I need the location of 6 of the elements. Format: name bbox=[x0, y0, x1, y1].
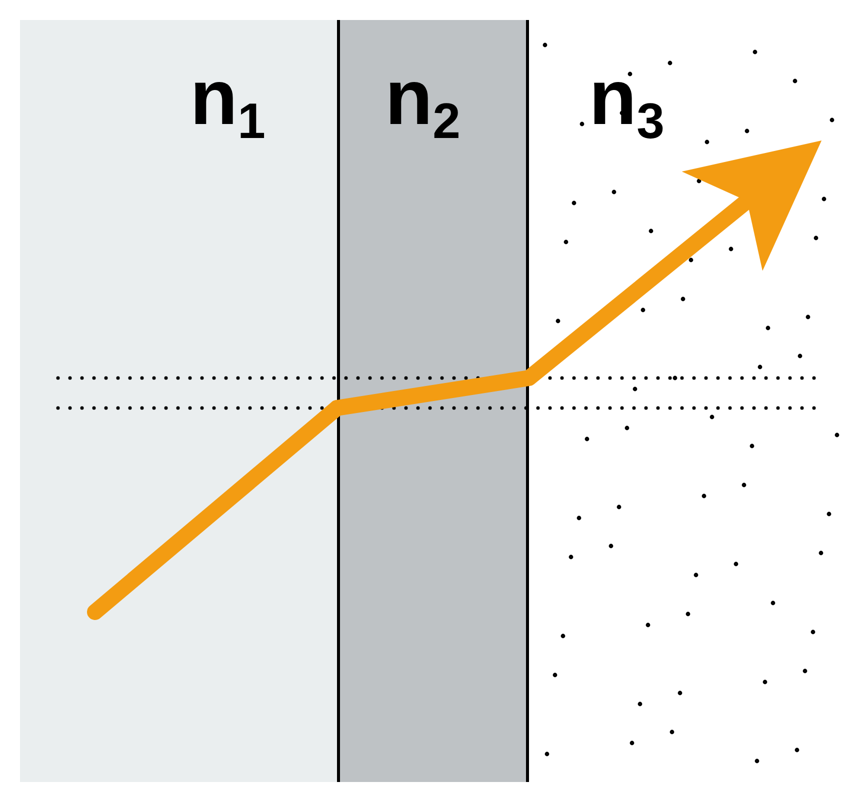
refractive-index-label: n$_{2}$ bbox=[385, 58, 460, 146]
refractive-index-label: n$_{1}$ bbox=[190, 58, 266, 146]
light-ray-arrow bbox=[329, 140, 822, 416]
refractive-index-label: n$_{3}$ bbox=[589, 58, 664, 146]
medium-band bbox=[337, 20, 529, 782]
medium-band bbox=[20, 20, 337, 782]
